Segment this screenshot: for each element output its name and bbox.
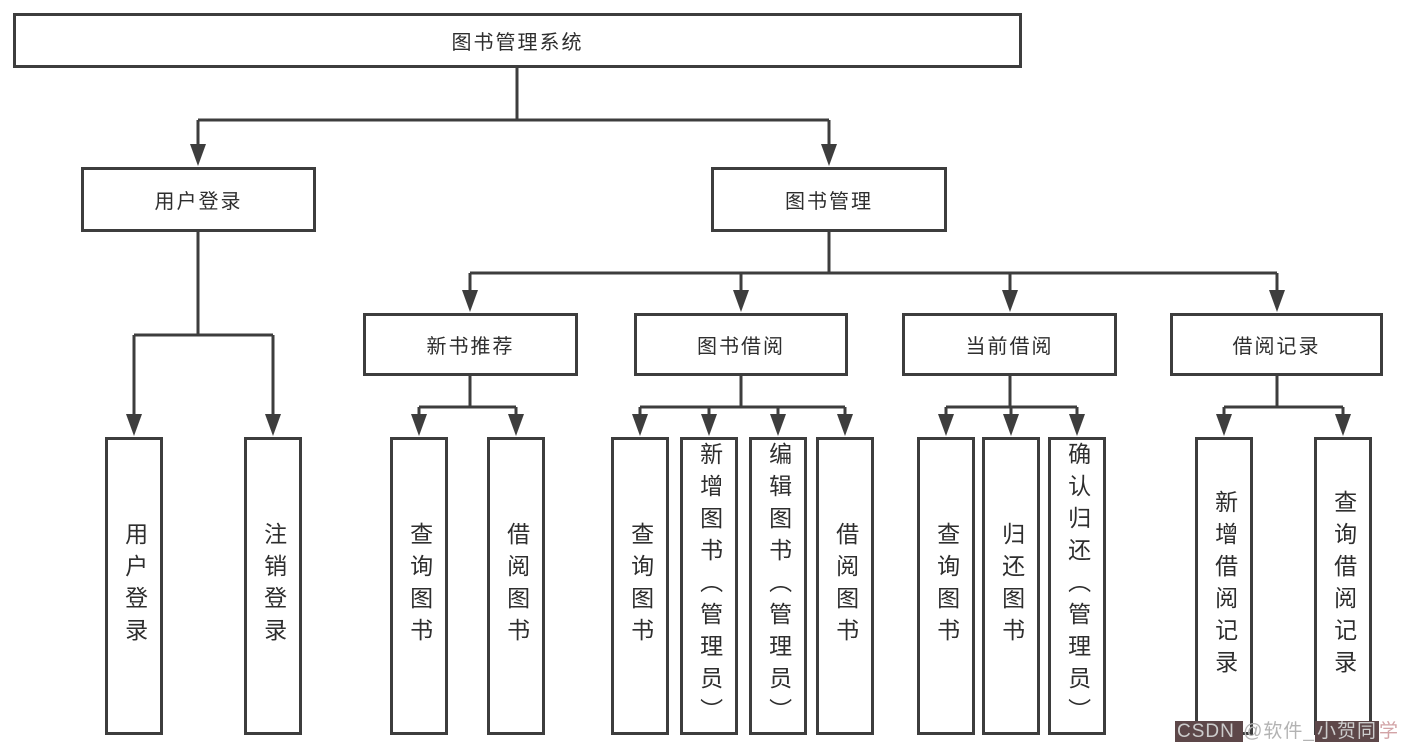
leaf-query-books-2-label: 查询图书 [627, 522, 654, 650]
leaf-add-borrow-record-label: 新增借阅记录 [1211, 490, 1238, 682]
leaf-edit-book-admin: 编辑图书（管理员） [749, 437, 807, 735]
leaf-query-books-1: 查询图书 [390, 437, 448, 735]
node-library-management-system: 图书管理系统 [13, 13, 1022, 68]
node-borrow-records: 借阅记录 [1170, 313, 1383, 376]
csdn-watermark: CSDN @软件_小贺同学 [1174, 716, 1399, 743]
csdn-watermark-name-tail: 学 [1378, 721, 1399, 742]
leaf-user-login-label: 用户登录 [121, 522, 148, 650]
leaf-user-login: 用户登录 [105, 437, 163, 735]
node-user-login: 用户登录 [81, 167, 316, 232]
leaf-logout-label: 注销登录 [260, 522, 287, 650]
leaf-add-book-admin-label: 新增图书（管理员） [696, 442, 723, 730]
csdn-watermark-brand: CSDN [1174, 721, 1244, 742]
leaf-borrow-books-1-label: 借阅图书 [503, 522, 530, 650]
leaf-query-books-2: 查询图书 [611, 437, 669, 735]
leaf-add-borrow-record: 新增借阅记录 [1195, 437, 1253, 735]
csdn-watermark-handle: @软件_ [1243, 721, 1315, 742]
connector-arrowheads [126, 144, 1351, 436]
leaf-return-book: 归还图书 [982, 437, 1040, 735]
node-borrow-records-label: 借阅记录 [1232, 336, 1321, 358]
node-library-management-system-label: 图书管理系统 [451, 32, 584, 54]
node-book-management: 图书管理 [711, 167, 947, 232]
leaf-borrow-books-1: 借阅图书 [487, 437, 545, 735]
node-book-management-label: 图书管理 [785, 191, 873, 213]
leaf-confirm-return-admin-label: 确认归还（管理员） [1064, 442, 1091, 730]
leaf-logout: 注销登录 [244, 437, 302, 735]
leaf-query-books-3: 查询图书 [917, 437, 975, 735]
csdn-watermark-name: 小贺同 [1314, 721, 1379, 742]
leaf-add-book-admin: 新增图书（管理员） [680, 437, 738, 735]
node-book-borrow: 图书借阅 [634, 313, 848, 376]
node-user-login-label: 用户登录 [154, 191, 243, 213]
leaf-borrow-books-2: 借阅图书 [816, 437, 874, 735]
node-new-book-recommend-label: 新书推荐 [426, 336, 515, 358]
leaf-query-borrow-record: 查询借阅记录 [1314, 437, 1372, 735]
leaf-return-book-label: 归还图书 [998, 522, 1025, 650]
leaf-query-books-3-label: 查询图书 [933, 522, 960, 650]
node-new-book-recommend: 新书推荐 [363, 313, 578, 376]
leaf-confirm-return-admin: 确认归还（管理员） [1048, 437, 1106, 735]
connector-lines [132, 68, 1345, 420]
leaf-query-books-1-label: 查询图书 [406, 522, 433, 650]
node-current-borrow: 当前借阅 [902, 313, 1117, 376]
leaf-borrow-books-2-label: 借阅图书 [832, 522, 859, 650]
node-current-borrow-label: 当前借阅 [965, 336, 1054, 358]
node-book-borrow-label: 图书借阅 [697, 336, 785, 358]
leaf-edit-book-admin-label: 编辑图书（管理员） [765, 442, 792, 730]
leaf-query-borrow-record-label: 查询借阅记录 [1330, 490, 1357, 682]
